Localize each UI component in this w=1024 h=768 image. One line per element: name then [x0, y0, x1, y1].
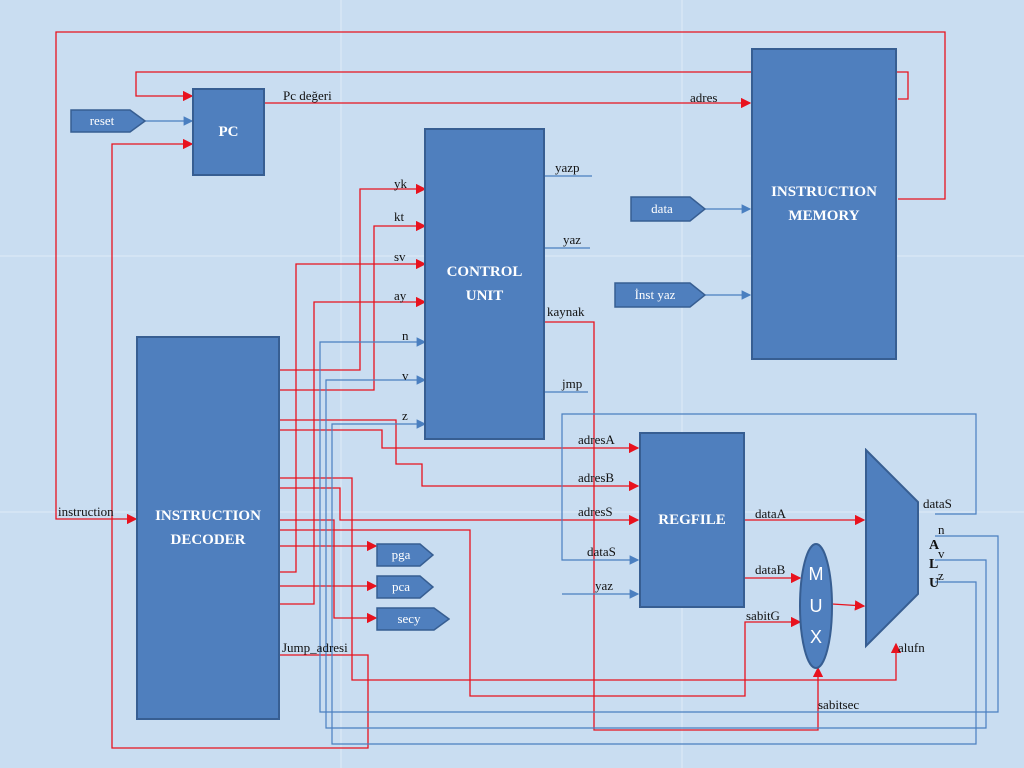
label-v-in: v [402, 368, 409, 383]
alu-letter-u: U [929, 576, 940, 591]
label-dataS-in: dataS [587, 544, 616, 559]
label-jmp: jmp [562, 376, 583, 391]
data-port: data [630, 196, 706, 222]
wire-z [331, 419, 977, 745]
instruction-decoder-block: INSTRUCTION DECODER [136, 336, 280, 720]
wire-sabitG [278, 529, 802, 697]
wire-instruction [55, 31, 946, 525]
mux-letter-m: M [809, 564, 824, 584]
label-adresS: adresS [578, 504, 613, 519]
wire-dataS [561, 413, 977, 565]
instruction-decoder-label-1: INSTRUCTION [155, 508, 261, 524]
wire-jump [111, 138, 369, 749]
label-yaz-cu: yaz [563, 232, 582, 247]
pc-label: PC [218, 124, 239, 140]
control-unit-block: CONTROL UNIT [424, 128, 545, 440]
wire-secy [278, 519, 378, 624]
label-ay: ay [394, 288, 407, 303]
alu-letter-a: A [929, 538, 940, 553]
wire-alufn [278, 477, 902, 681]
regfile-label: REGFILE [658, 512, 726, 528]
label-sv: sv [394, 249, 406, 264]
reset-port: reset [70, 109, 146, 133]
label-adres: adres [690, 90, 718, 105]
instruction-decoder-label-2: DECODER [170, 532, 246, 548]
label-yazp: yazp [555, 160, 580, 175]
label-z-out: z [938, 568, 944, 583]
wire-ay [278, 296, 427, 605]
label-z-in: z [402, 408, 408, 423]
label-sabitsec: sabitsec [818, 697, 860, 712]
label-n-out: n [938, 522, 945, 537]
pc-block: PC [192, 88, 265, 176]
wire-n [319, 337, 999, 713]
label-jump-adresi: Jump_adresi [282, 640, 348, 655]
label-kt: kt [394, 209, 405, 224]
regfile-block: REGFILE [639, 432, 745, 608]
label-yk: yk [394, 176, 407, 191]
pga-label: pga [391, 547, 411, 562]
alu-letter-l: L [929, 557, 939, 572]
label-yaz-rf: yaz [595, 578, 614, 593]
alu-block [865, 448, 919, 649]
label-sabitG: sabitG [746, 608, 780, 623]
instruction-memory-label-2: MEMORY [788, 208, 860, 224]
control-unit-label-2: UNIT [465, 288, 504, 304]
inst-yaz-port: İnst yaz [614, 282, 706, 308]
control-unit-label-1: CONTROL [446, 264, 523, 280]
secy-port: secy [376, 607, 450, 631]
pca-port: pca [376, 575, 434, 599]
label-dataB: dataB [755, 562, 786, 577]
label-dataA: dataA [755, 506, 787, 521]
label-v-out: v [938, 546, 945, 561]
wire-sv [278, 258, 427, 573]
label-n-in: n [402, 328, 409, 343]
label-pc-degeri: Pc değeri [283, 88, 332, 103]
wire-adresS [278, 487, 640, 526]
mux-letter-u: U [810, 596, 823, 616]
data-label: data [651, 201, 673, 216]
instruction-memory-label-1: INSTRUCTION [771, 184, 877, 200]
wire-adresA [278, 429, 640, 454]
reset-label: reset [89, 113, 115, 128]
pca-label: pca [391, 579, 411, 594]
inst-yaz-label: İnst yaz [634, 287, 676, 302]
label-instruction: instruction [58, 504, 114, 519]
label-alufn: alufn [898, 640, 925, 655]
mux-letter-x: X [810, 627, 822, 647]
label-adresA: adresA [578, 432, 615, 447]
pga-port: pga [376, 543, 434, 567]
label-kaynak: kaynak [547, 304, 585, 319]
wire-yk [278, 183, 427, 371]
label-adresB: adresB [578, 470, 615, 485]
wire-kaynak [545, 321, 824, 731]
instruction-memory-block: INSTRUCTION MEMORY [751, 48, 897, 360]
label-dataS-out: dataS [923, 496, 952, 511]
wire-pc-top [135, 71, 909, 102]
wire-adresB [278, 419, 640, 492]
mux-block: M U X [799, 543, 833, 669]
wire-v [325, 375, 987, 729]
secy-label: secy [397, 611, 421, 626]
wire-mux-alu [831, 600, 866, 611]
